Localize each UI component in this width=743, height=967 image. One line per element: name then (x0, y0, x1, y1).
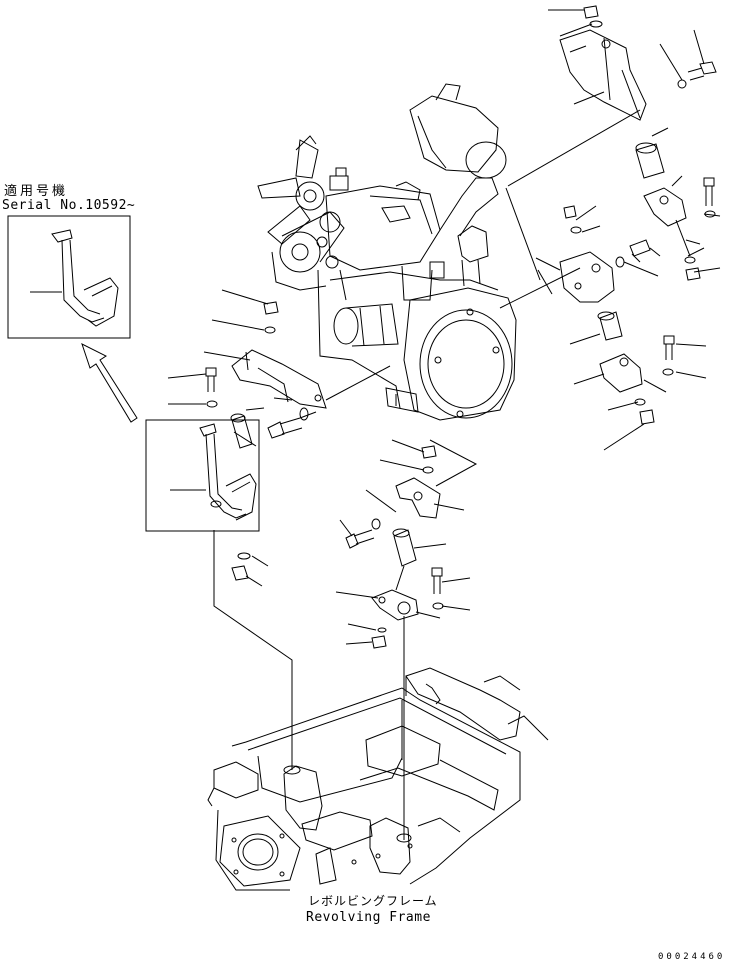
frame-label-jp: レボルビングフレーム (308, 894, 438, 908)
inset-box (7, 215, 131, 339)
left-mount-parts (167, 289, 317, 770)
right-mount-parts (548, 5, 721, 281)
engine-assembly (231, 83, 641, 421)
right-middle-mount (535, 205, 707, 451)
revolving-frame (207, 667, 549, 891)
drawing-code: 00024460 (658, 952, 726, 962)
frame-label-en: Revolving Frame (306, 910, 431, 925)
detail-box (145, 419, 260, 532)
reference-arrow (81, 343, 138, 423)
applicable-label-jp: 適用号機 (4, 184, 69, 199)
serial-number-label: Serial No.10592~ (2, 198, 136, 213)
center-mount-parts (335, 439, 478, 840)
